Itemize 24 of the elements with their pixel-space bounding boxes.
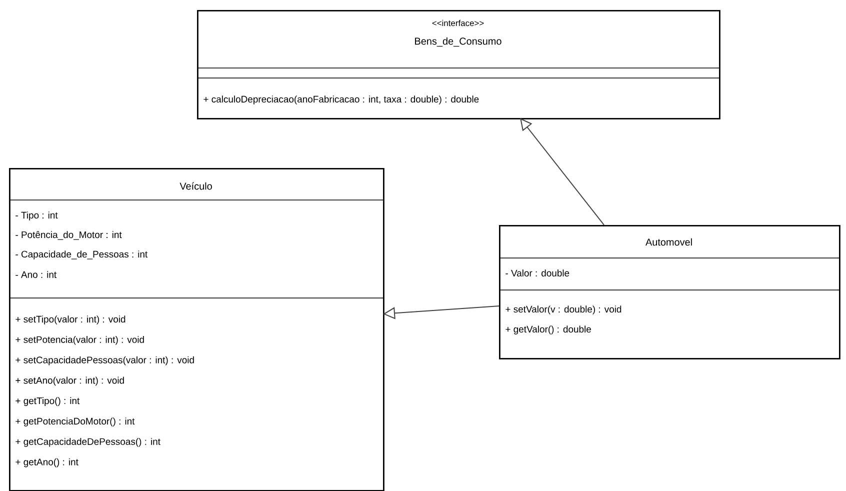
attribute-text: - Ano : int: [16, 271, 57, 278]
attribute-text: - Capacidade_de_Pessoas : int: [16, 250, 148, 260]
method-text: + setPotencia(valor : int) : void: [16, 336, 144, 345]
attribute-text: - Valor : double: [506, 270, 570, 276]
class-name: Bens_de_Consumo: [415, 37, 502, 47]
class-box: [196, 10, 720, 120]
attribute-text: - Potência_do_Motor : int: [16, 231, 122, 240]
method-text: + calculoDepreciacao(anoFabricacao : int, taxa : double) : double: [204, 96, 479, 104]
class-name: Automovel: [645, 238, 692, 246]
method-text: + setCapacidadePessoas(valor : int) : void: [16, 356, 194, 366]
method-text: + setAno(valor : int) : void: [16, 376, 124, 386]
class-name: Veículo: [180, 182, 212, 190]
attribute-text: - Tipo : int: [16, 212, 58, 220]
class-box: [8, 168, 384, 491]
stereotype-label: <<interface>>: [432, 20, 484, 26]
method-text: + getAno() : int: [16, 458, 78, 468]
method-text: + getCapacidadeDePessoas() : int: [16, 438, 160, 447]
method-text: + getValor() : double: [506, 326, 591, 334]
class-box: [498, 225, 840, 360]
generalization-arrow: [520, 118, 604, 226]
method-text: + setValor(v : double) : void: [506, 306, 622, 314]
method-text: + setTipo(valor : int) : void: [16, 316, 126, 324]
method-text: + getTipo() : int: [16, 397, 80, 406]
method-text: + getPotenciaDoMotor() : int: [16, 418, 135, 426]
